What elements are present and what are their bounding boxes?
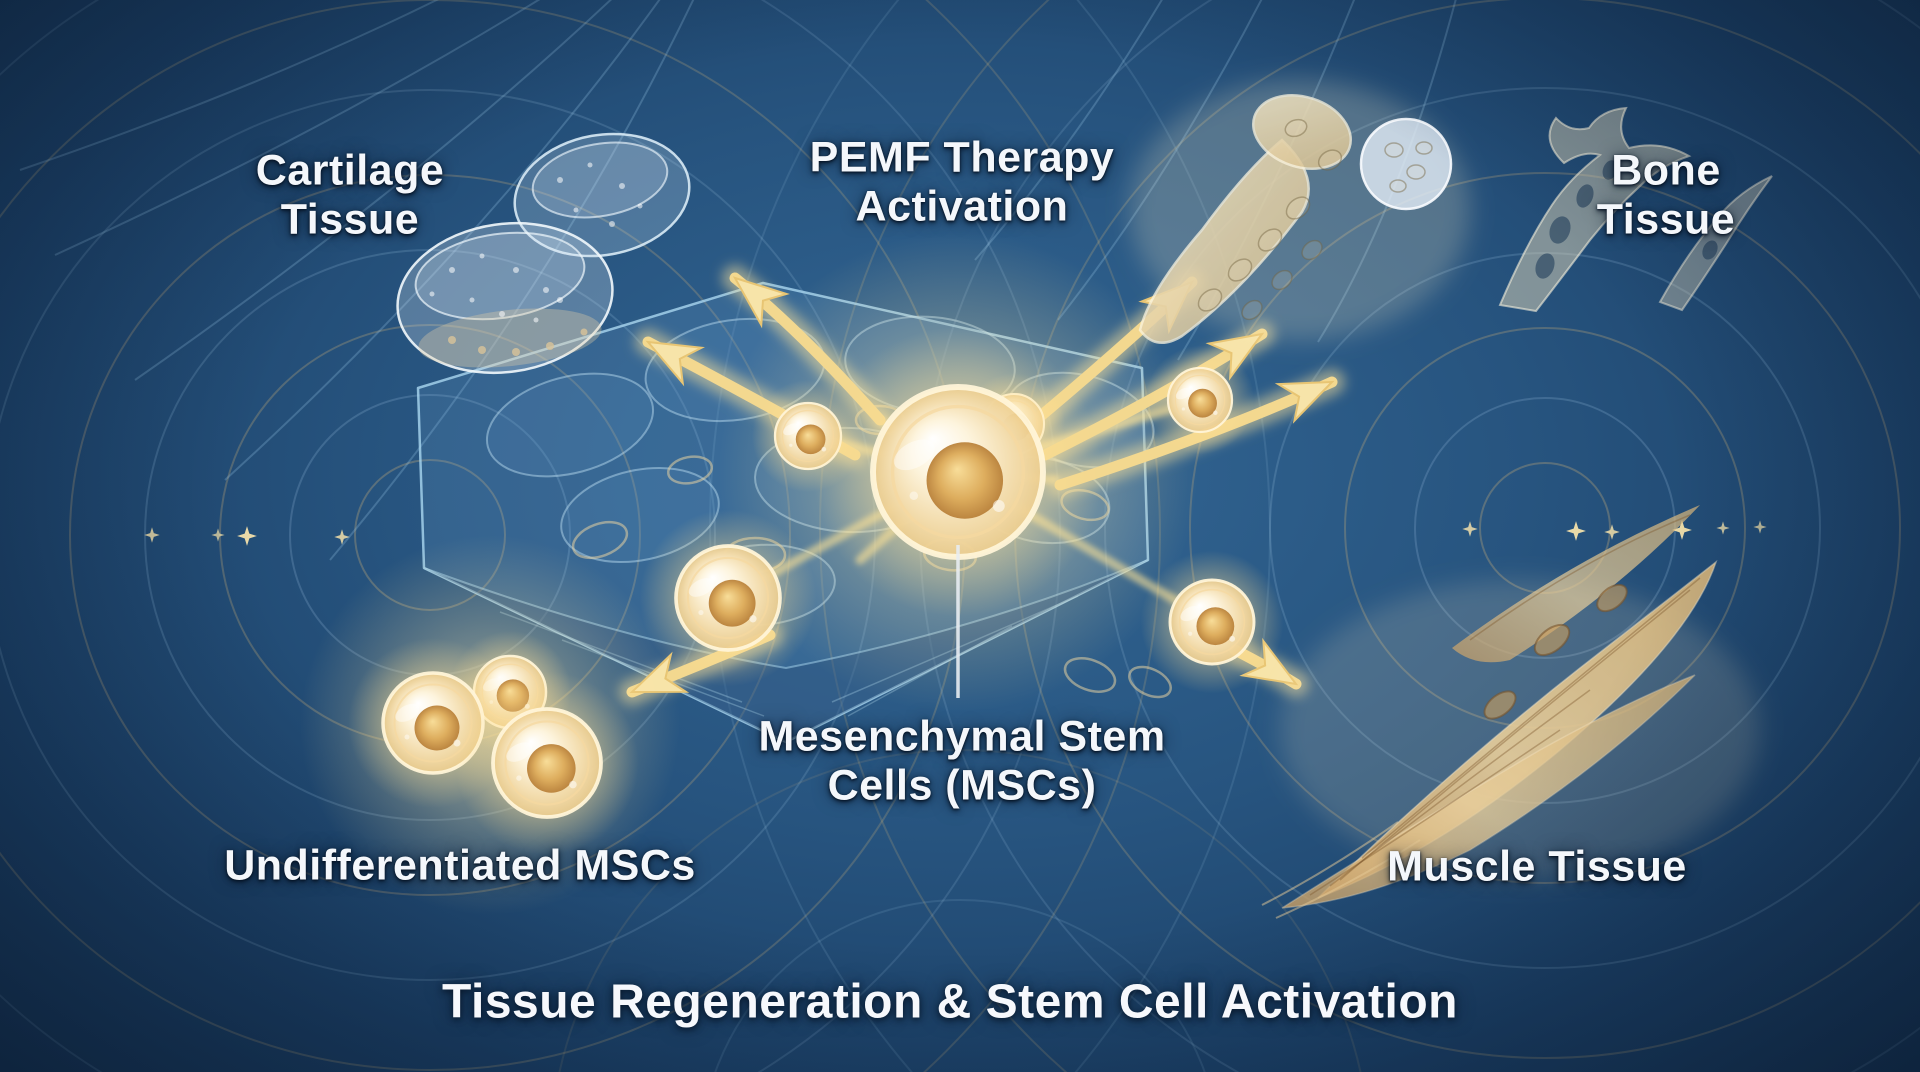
cartilage-label-line1: Cartilage (255, 146, 445, 195)
pemf-therapy-label: PEMF Therapy Activation (810, 134, 1115, 233)
undifferentiated-mscs-label: Undifferentiated MSCs (224, 841, 696, 890)
bone-tissue-label: Bone Tissue (1597, 147, 1735, 246)
bone-label-line2: Tissue (1596, 196, 1736, 244)
pemf-label-line1: PEMF Therapy (809, 133, 1115, 182)
muscle-tissue-label: Muscle Tissue (1387, 842, 1687, 891)
msc-label-line1: Mesenchymal Stem (758, 712, 1166, 761)
msc-label-line2: Cells (MSCs) (827, 762, 1097, 810)
msc-label: Mesenchymal Stem Cells (MSCs) (758, 713, 1165, 812)
cartilage-tissue-label: Cartilage Tissue (256, 147, 445, 246)
bone-label-line1: Bone (1611, 146, 1721, 195)
diagram-title: Tissue Regeneration & Stem Cell Activati… (442, 975, 1458, 1029)
cartilage-label-line2: Tissue (280, 196, 420, 244)
undifferentiated-label-line1: Undifferentiated MSCs (224, 841, 696, 890)
muscle-label-line1: Muscle Tissue (1387, 842, 1687, 891)
pemf-label-line2: Activation (855, 183, 1069, 231)
